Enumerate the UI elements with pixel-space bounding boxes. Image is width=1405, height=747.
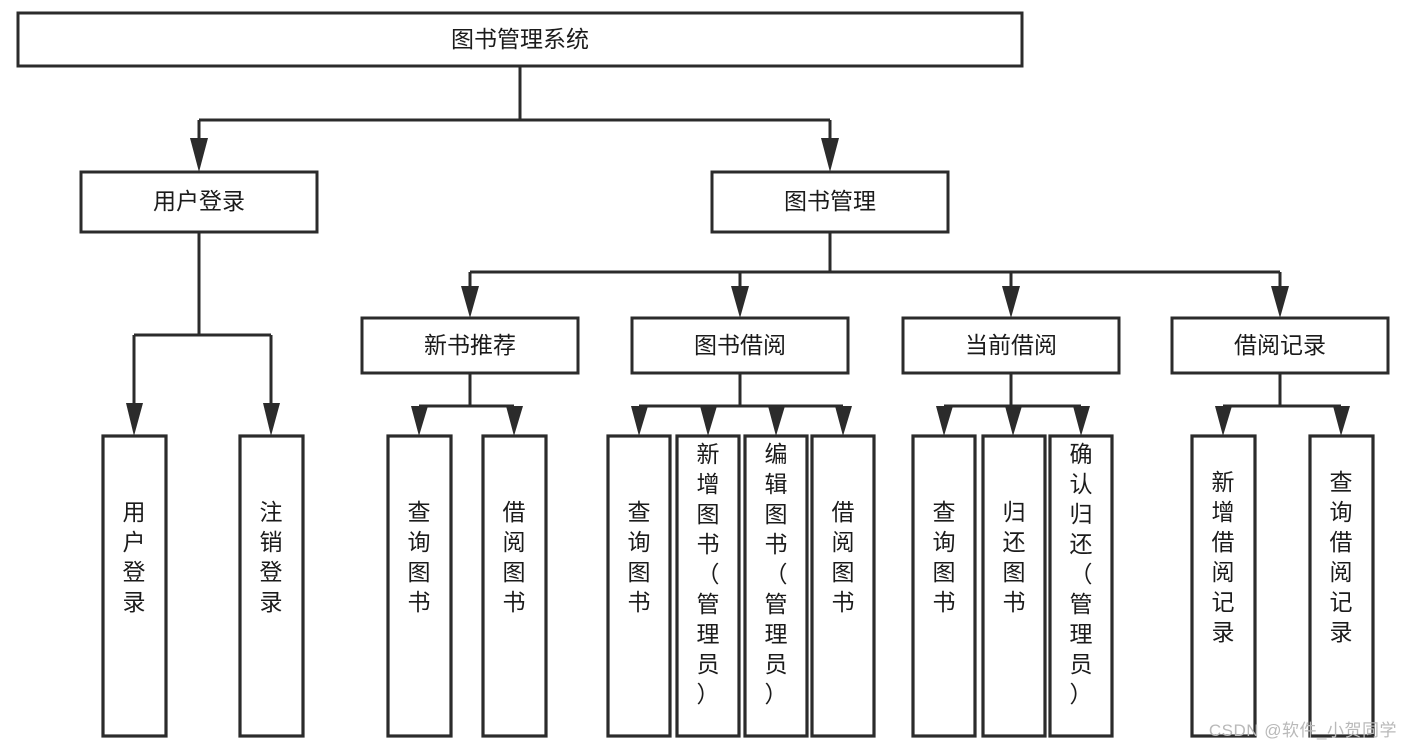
arrow-head-leaf-return-book [1005, 406, 1022, 436]
leaf-query-book-rec-label: 查询图书 [408, 499, 431, 615]
leaf-edit-book-admin[interactable]: 编辑图书（管理员） [743, 434, 809, 738]
leaf-confirm-return-admin[interactable]: 确认归还（管理员） [1048, 434, 1114, 738]
leaf-borrow-book-rec-label: 借阅图书 [503, 499, 526, 615]
node-book-borrow[interactable]: 图书借阅 [630, 316, 850, 375]
arrow-head-leaf-query-book-borrow [631, 406, 648, 436]
leaf-confirm-return-admin-label: 确认归还（管理员） [1070, 441, 1093, 707]
leaf-user-login-box[interactable] [101, 434, 168, 738]
node-user-login[interactable]: 用户登录 [79, 170, 319, 234]
leaf-user-login-label: 用户登录 [123, 499, 146, 615]
node-book-management-label: 图书管理 [784, 188, 876, 214]
leaf-query-book-current[interactable]: 查询图书 [911, 434, 977, 738]
node-current-borrow-box[interactable] [901, 316, 1121, 375]
node-user-login-label: 用户登录 [153, 188, 245, 214]
leaf-borrow-book-rec[interactable]: 借阅图书 [481, 434, 548, 738]
arrow-head-leaf-query-book-rec [411, 406, 428, 436]
connector-layer [126, 66, 1350, 436]
leaf-return-book[interactable]: 归还图书 [981, 434, 1047, 738]
arrow-head-current-borrow [1002, 286, 1020, 318]
node-root-label: 图书管理系统 [451, 26, 589, 52]
leaf-user-login[interactable]: 用户登录 [101, 434, 168, 738]
leaf-edit-book-admin-label: 编辑图书（管理员） [765, 441, 788, 707]
node-borrow-record[interactable]: 借阅记录 [1170, 316, 1390, 375]
csdn-watermark: CSDN @软件_小贺同学 [1208, 721, 1397, 740]
leaf-add-borrow-record-box[interactable] [1190, 434, 1257, 738]
arrow-head-leaf-query-book-current [936, 406, 953, 436]
leaf-borrow-book-rec-box[interactable] [481, 434, 548, 738]
node-root[interactable]: 图书管理系统 [16, 11, 1024, 68]
node-borrow-record-label: 借阅记录 [1234, 332, 1326, 358]
arrow-head-leaf-borrow-book-rec [506, 406, 523, 436]
node-current-borrow[interactable]: 当前借阅 [901, 316, 1121, 375]
leaf-query-borrow-record-label: 查询借阅记录 [1330, 469, 1353, 645]
leaf-query-borrow-record-box[interactable] [1308, 434, 1375, 738]
arrow-head-new-book-recommend [461, 286, 479, 318]
leaf-confirm-return-admin-box[interactable] [1048, 434, 1114, 738]
leaf-query-book-borrow-label: 查询图书 [628, 499, 651, 615]
leaf-add-book-admin-label: 新增图书（管理员） [697, 441, 720, 707]
node-root-box[interactable] [16, 11, 1024, 68]
leaf-query-book-current-label: 查询图书 [933, 499, 956, 615]
arrow-head-leaf-query-borrow-record [1333, 406, 1350, 436]
leaf-add-book-admin[interactable]: 新增图书（管理员） [675, 434, 741, 738]
node-book-management[interactable]: 图书管理 [710, 170, 950, 234]
arrow-head-leaf-user-login [126, 403, 143, 436]
leaf-query-book-borrow[interactable]: 查询图书 [606, 434, 672, 738]
arrow-head-leaf-confirm-return-admin [1073, 406, 1090, 436]
node-book-borrow-label: 图书借阅 [694, 332, 786, 358]
arrow-head-leaf-edit-book-admin [768, 406, 785, 436]
leaf-add-borrow-record[interactable]: 新增借阅记录 [1190, 434, 1257, 738]
leaf-borrow-book-label: 借阅图书 [832, 499, 855, 615]
node-new-book-recommend-box[interactable] [360, 316, 580, 375]
arrow-head-book-management [821, 138, 839, 172]
leaf-query-book-borrow-box[interactable] [606, 434, 672, 738]
leaf-edit-book-admin-box[interactable] [743, 434, 809, 738]
leaf-return-book-box[interactable] [981, 434, 1047, 738]
arrow-head-leaf-user-logout [263, 403, 280, 436]
node-borrow-record-box[interactable] [1170, 316, 1390, 375]
leaf-query-borrow-record[interactable]: 查询借阅记录 [1308, 434, 1375, 738]
leaf-user-logout-label: 注销登录 [260, 499, 283, 615]
leaf-query-book-rec-box[interactable] [386, 434, 453, 738]
leaf-query-book-current-box[interactable] [911, 434, 977, 738]
arrow-head-book-borrow [731, 286, 749, 318]
node-book-management-box[interactable] [710, 170, 950, 234]
node-current-borrow-label: 当前借阅 [965, 332, 1057, 358]
leaf-borrow-book-box[interactable] [810, 434, 876, 738]
node-book-borrow-box[interactable] [630, 316, 850, 375]
leaf-user-logout[interactable]: 注销登录 [238, 434, 305, 738]
leaf-borrow-book[interactable]: 借阅图书 [810, 434, 876, 738]
node-new-book-recommend-label: 新书推荐 [424, 332, 516, 358]
node-user-login-box[interactable] [79, 170, 319, 234]
arrow-head-leaf-add-borrow-record [1215, 406, 1232, 436]
leaf-add-book-admin-box[interactable] [675, 434, 741, 738]
leaf-add-borrow-record-label: 新增借阅记录 [1212, 469, 1235, 645]
node-new-book-recommend[interactable]: 新书推荐 [360, 316, 580, 375]
arrow-head-borrow-record [1271, 286, 1289, 318]
leaf-query-book-rec[interactable]: 查询图书 [386, 434, 453, 738]
arrow-head-user-login [190, 138, 208, 172]
leaf-user-logout-box[interactable] [238, 434, 305, 738]
arrow-head-leaf-borrow-book [835, 406, 852, 436]
leaf-return-book-label: 归还图书 [1003, 499, 1026, 615]
arrow-head-leaf-add-book-admin [700, 406, 717, 436]
